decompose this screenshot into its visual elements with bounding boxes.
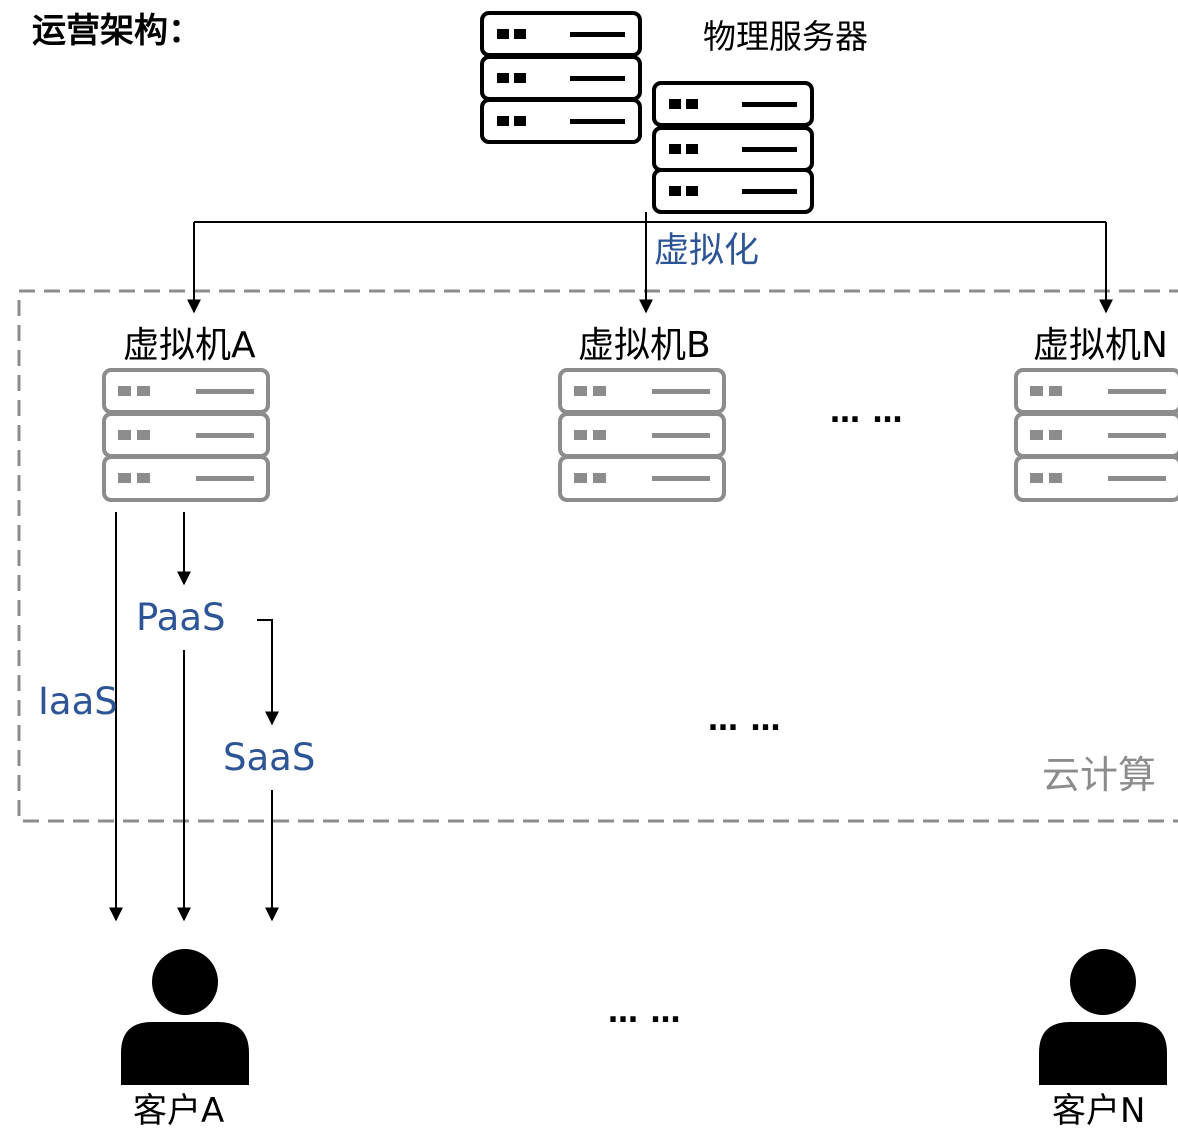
customer-ellipsis: … … xyxy=(608,995,682,1030)
vm-n-label: 虚拟机N xyxy=(1033,325,1168,366)
cloud-computing-label: 云计算 xyxy=(1042,753,1157,797)
saas-label: SaaS xyxy=(223,736,316,779)
person-icon xyxy=(121,949,249,1085)
iaas-label: IaaS xyxy=(38,680,118,723)
physical-server-icon xyxy=(652,81,814,214)
vm-b-label: 虚拟机B xyxy=(578,325,711,366)
physical-server-icon xyxy=(480,11,642,144)
virtual-server-icon xyxy=(558,368,726,502)
vm-ellipsis: … … xyxy=(830,395,904,430)
vm-a-label: 虚拟机A xyxy=(123,325,256,366)
virtual-server-icon xyxy=(102,368,270,502)
cloud-computing-region xyxy=(17,289,1178,823)
customer-a-label: 客户A xyxy=(133,1091,225,1131)
cloud-ellipsis: … … xyxy=(708,703,782,738)
virtualization-label: 虚拟化 xyxy=(654,231,760,271)
paas-label: PaaS xyxy=(136,596,226,639)
customer-n-label: 客户N xyxy=(1052,1091,1146,1131)
virtual-server-icon xyxy=(1014,368,1178,502)
page-title: 运营架构： xyxy=(32,11,202,51)
person-icon xyxy=(1039,949,1167,1085)
physical-server-label: 物理服务器 xyxy=(703,17,868,56)
